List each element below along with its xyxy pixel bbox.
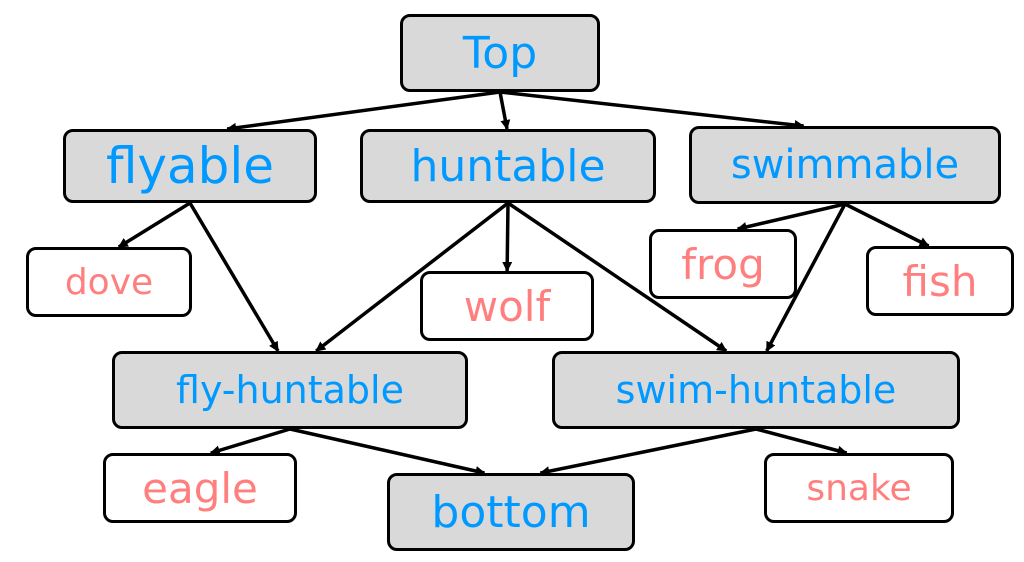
node-label: Top [462,27,538,79]
node-dove: dove [26,247,192,317]
edge-huntable-to-fly_huntable [315,201,510,353]
node-label: frog [681,239,765,289]
edge-top-to-flyable [226,90,501,133]
edge-huntable-to-wolf [502,202,513,272]
edge-top-to-swimmable [499,90,805,130]
node-flyable: flyable [63,129,317,203]
edge-swimmable-to-frog [736,202,846,232]
node-snake: snake [764,453,954,523]
node-eagle: eagle [103,453,297,523]
node-fly-huntable: fly-huntable [112,351,468,429]
node-label: huntable [410,140,606,192]
edge-fly_huntable-to-bottom [289,427,486,476]
edge-fly_huntable-to-eagle [209,427,291,456]
node-label: dove [64,261,154,303]
edge-swimmable-to-swim_huntable [765,203,847,352]
edge-top-to-huntable [498,91,511,130]
edge-flyable-to-fly_huntable [188,202,280,352]
node-label: wolf [463,281,551,331]
node-label: swimmable [730,142,960,188]
node-label: fish [902,256,978,306]
edge-swim_huntable-to-bottom [539,427,757,477]
edge-swim_huntable-to-snake [755,427,848,456]
node-swimmable: swimmable [689,126,1001,204]
node-label: bottom [431,486,591,538]
node-fish: fish [866,246,1014,316]
node-label: snake [806,467,912,509]
node-bottom: bottom [387,473,635,551]
node-top: Top [400,14,600,92]
node-swim-huntable: swim-huntable [552,351,960,429]
node-label: swim-huntable [615,368,897,412]
node-label: fly-huntable [176,368,404,412]
node-label: eagle [142,463,258,513]
edge-huntable-to-swim_huntable [507,201,728,353]
node-label: flyable [105,137,275,195]
node-wolf: wolf [420,271,594,341]
node-frog: frog [649,229,797,299]
edge-flyable-to-dove [117,201,191,249]
edge-swimmable-to-fish [844,202,930,248]
node-huntable: huntable [360,129,656,203]
